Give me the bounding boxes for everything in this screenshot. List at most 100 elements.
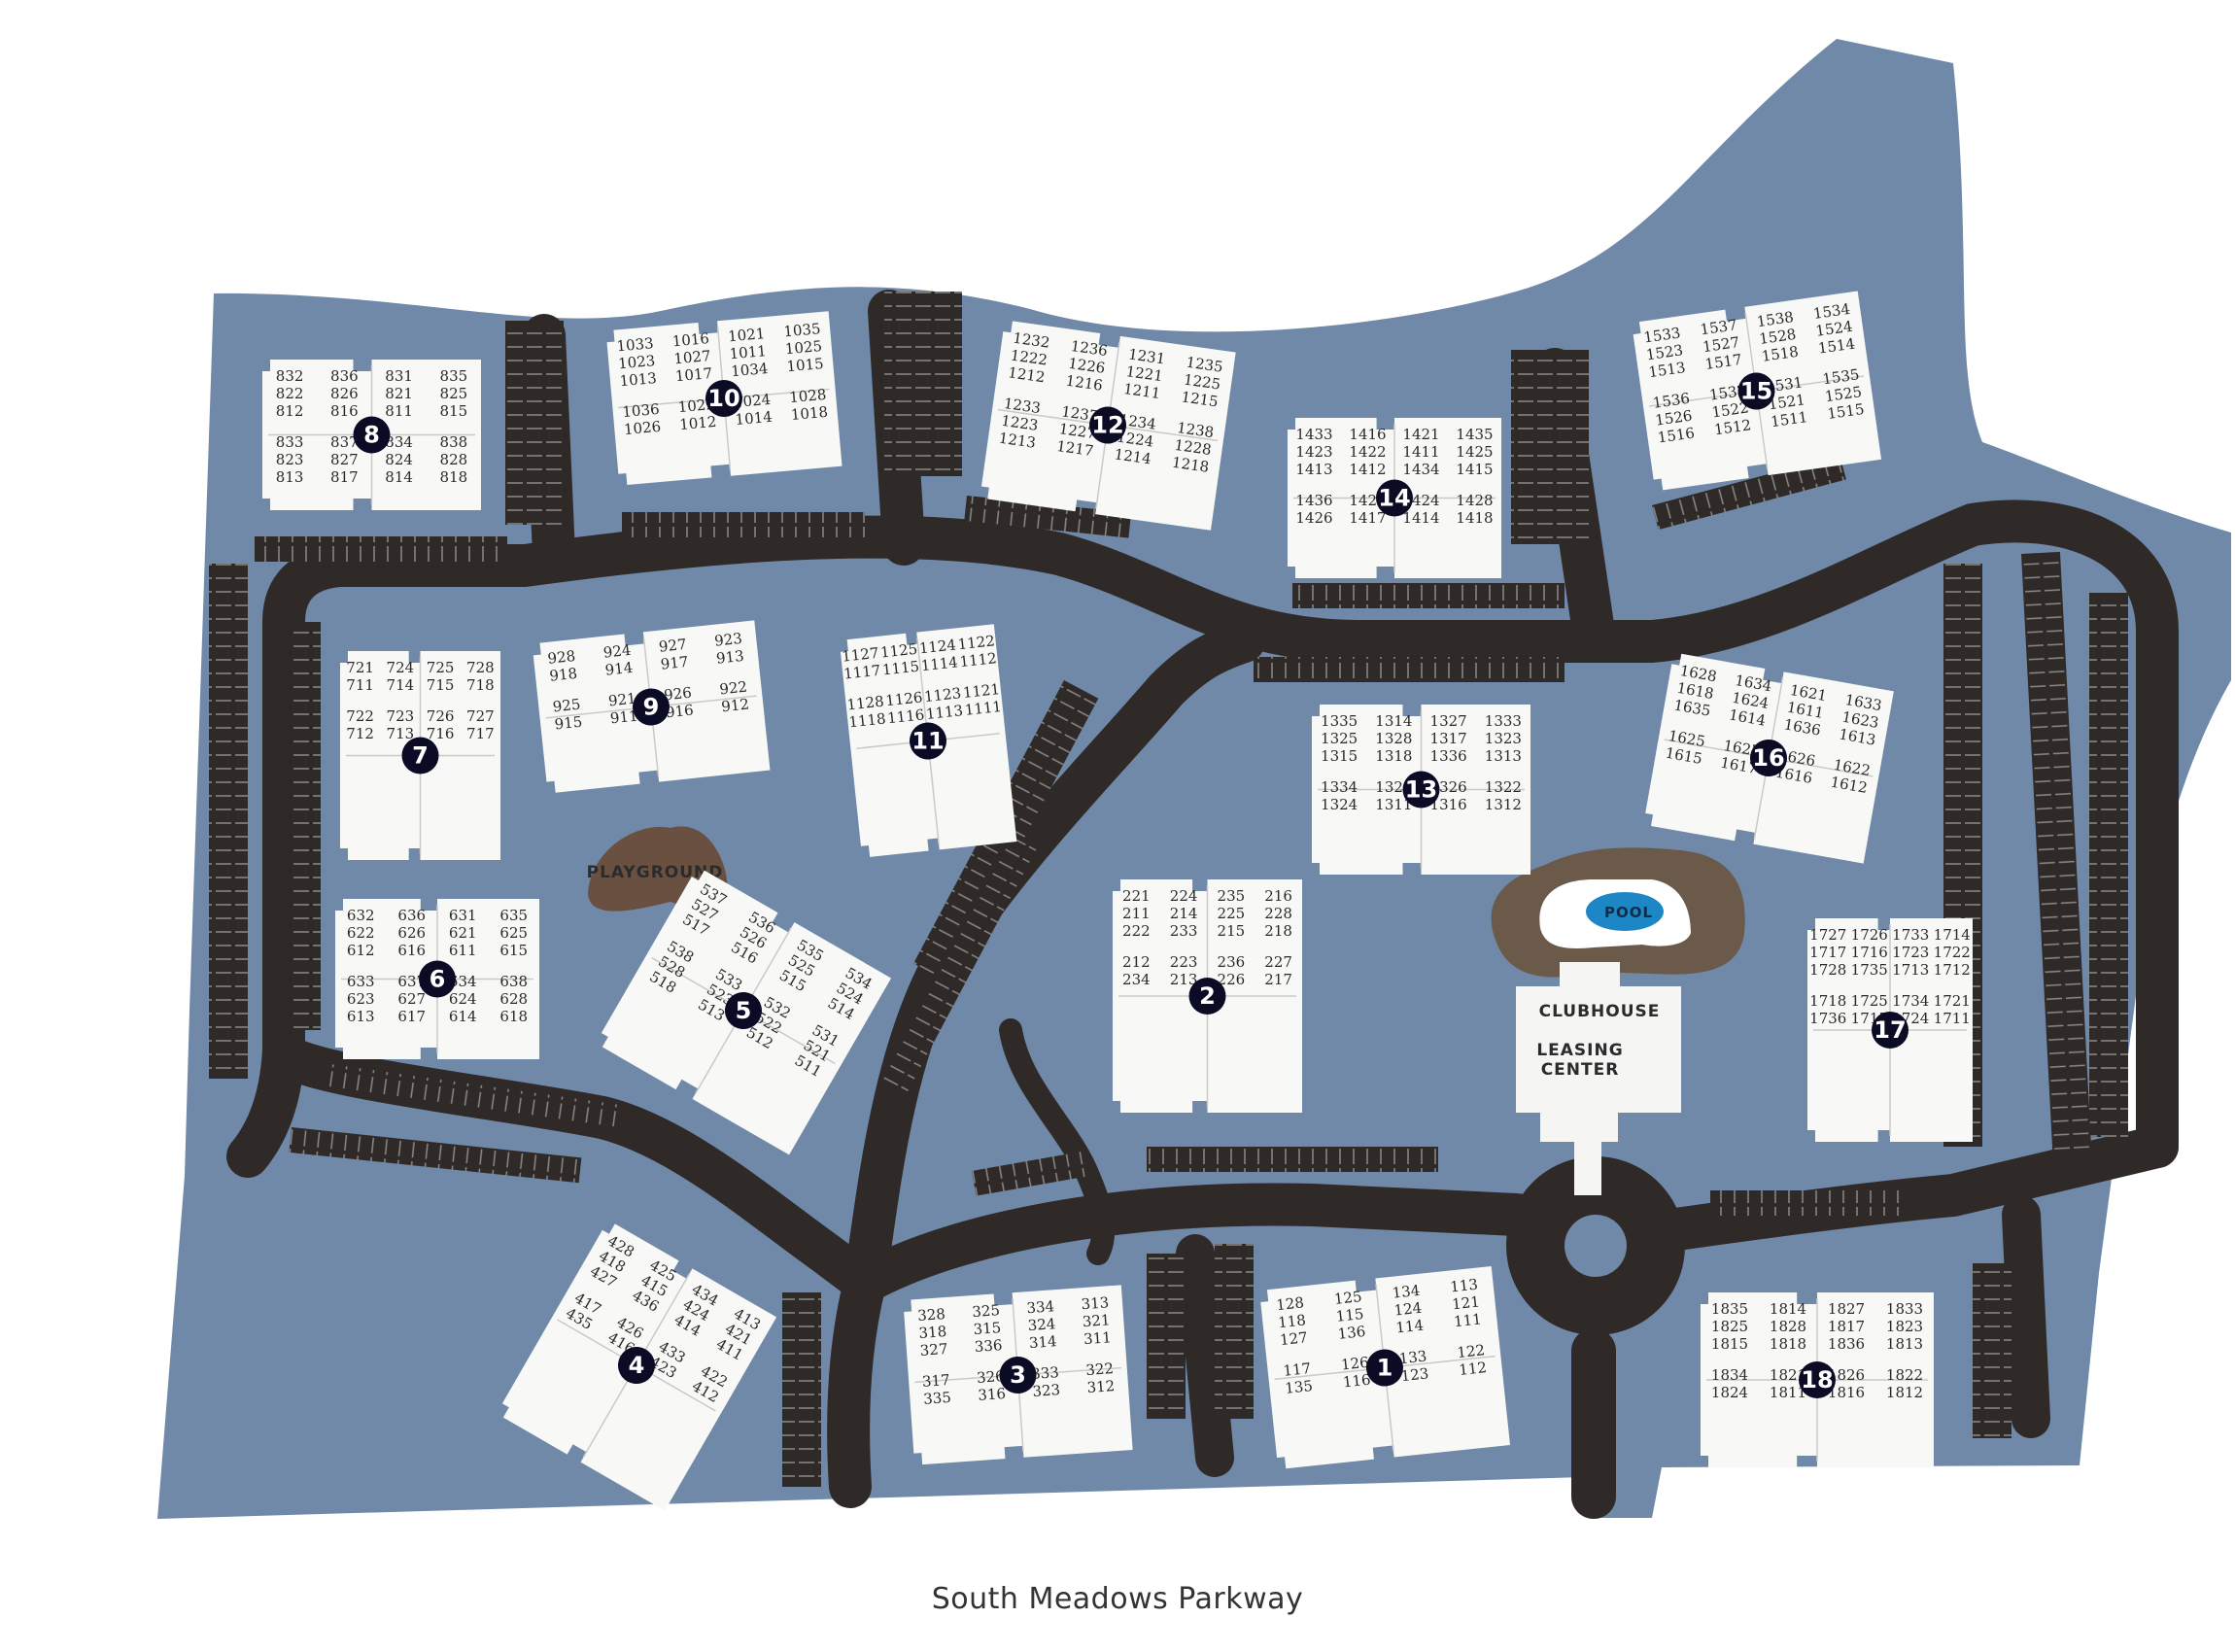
unit-number[interactable]: 1525 [1824,383,1863,405]
unit-number[interactable]: 217 [1264,971,1292,988]
unit-number[interactable]: 1422 [1349,443,1386,461]
unit-number[interactable]: 1214 [1114,445,1152,467]
unit-number[interactable]: 1727 [1809,926,1846,944]
unit-number[interactable]: 1116 [886,706,925,727]
unit-number[interactable]: 1027 [673,347,712,367]
building-3[interactable]: 3283183273173353253153363263163343243143… [903,1285,1133,1465]
unit-number[interactable]: 915 [554,713,583,734]
building-6[interactable]: 6326226126336236136366266166376276176316… [335,899,539,1059]
unit-number[interactable]: 1721 [1934,992,1971,1010]
unit-number[interactable]: 121 [1451,1292,1480,1313]
unit-number[interactable]: 612 [347,942,375,959]
unit-number[interactable]: 818 [440,468,468,486]
unit-number[interactable]: 1822 [1886,1366,1923,1384]
unit-number[interactable]: 118 [1277,1311,1306,1331]
unit-number[interactable]: 1524 [1814,318,1853,340]
unit-number[interactable]: 1232 [1012,329,1050,352]
unit-number[interactable]: 1817 [1828,1318,1865,1335]
unit-number[interactable]: 1725 [1851,992,1888,1010]
unit-number[interactable]: 1226 [1067,355,1106,377]
unit-number[interactable]: 111 [1453,1310,1482,1330]
unit-number[interactable]: 1026 [623,418,662,438]
unit-number[interactable]: 1413 [1295,461,1332,478]
unit-number[interactable]: 1114 [920,653,959,674]
unit-number[interactable]: 1815 [1711,1335,1748,1353]
building-1[interactable]: 1281181271171351251151361261161341241141… [1259,1265,1511,1469]
unit-number[interactable]: 1324 [1321,796,1358,813]
unit-number[interactable]: 236 [1218,953,1246,971]
unit-number[interactable]: 1236 [1070,337,1109,360]
unit-number[interactable]: 836 [330,367,359,385]
unit-number[interactable]: 814 [385,468,413,486]
unit-number[interactable]: 921 [607,690,636,710]
unit-number[interactable]: 627 [397,990,426,1008]
unit-number[interactable]: 223 [1170,953,1198,971]
building-13[interactable]: 1335132513151334132413141328131813211311… [1312,705,1530,875]
unit-number[interactable]: 312 [1086,1377,1116,1396]
unit-number[interactable]: 322 [1085,1359,1115,1379]
unit-number[interactable]: 725 [427,659,455,676]
unit-number[interactable]: 1312 [1485,796,1522,813]
unit-number[interactable]: 133 [1398,1347,1427,1367]
unit-number[interactable]: 831 [385,367,413,385]
unit-number[interactable]: 115 [1335,1305,1364,1325]
unit-number[interactable]: 334 [1026,1297,1055,1317]
unit-number[interactable]: 315 [973,1319,1002,1338]
unit-number[interactable]: 321 [1082,1311,1111,1330]
unit-number[interactable]: 1733 [1892,926,1929,944]
unit-number[interactable]: 918 [549,665,578,685]
unit-number[interactable]: 227 [1264,953,1292,971]
unit-number[interactable]: 1513 [1647,359,1686,381]
unit-number[interactable]: 213 [1170,971,1198,988]
unit-number[interactable]: 821 [385,385,413,402]
unit-number[interactable]: 815 [440,402,468,420]
unit-number[interactable]: 325 [972,1301,1001,1321]
unit-number[interactable]: 812 [276,402,304,420]
unit-number[interactable]: 1222 [1010,346,1049,368]
unit-number[interactable]: 1213 [998,430,1037,452]
unit-number[interactable]: 913 [715,647,744,668]
unit-number[interactable]: 714 [387,676,415,694]
unit-number[interactable]: 1318 [1375,747,1412,765]
unit-number[interactable]: 626 [397,924,426,942]
building-2[interactable]: 2212112222122342242142332232132352252152… [1113,879,1302,1113]
unit-number[interactable]: 1811 [1770,1384,1806,1401]
unit-number[interactable]: 1322 [1485,778,1522,796]
unit-number[interactable]: 1033 [616,334,655,355]
unit-number[interactable]: 618 [499,1008,528,1025]
unit-number[interactable]: 1317 [1430,730,1467,747]
unit-number[interactable]: 1225 [1183,371,1221,394]
unit-number[interactable]: 622 [347,924,375,942]
unit-number[interactable]: 314 [1028,1332,1057,1352]
unit-number[interactable]: 825 [440,385,468,402]
unit-number[interactable]: 1835 [1711,1300,1748,1318]
unit-number[interactable]: 1533 [1642,324,1681,346]
unit-number[interactable]: 1434 [1402,461,1439,478]
unit-number[interactable]: 1316 [1430,796,1467,813]
unit-number[interactable]: 722 [346,707,374,725]
unit-number[interactable]: 1428 [1456,492,1493,509]
unit-number[interactable]: 1812 [1886,1384,1923,1401]
unit-number[interactable]: 816 [330,402,359,420]
unit-number[interactable]: 1423 [1295,443,1332,461]
unit-number[interactable]: 1227 [1058,420,1097,442]
unit-number[interactable]: 1025 [784,337,823,358]
unit-number[interactable]: 1827 [1828,1300,1865,1318]
unit-number[interactable]: 1722 [1934,944,1971,961]
unit-number[interactable]: 716 [427,725,455,742]
unit-number[interactable]: 234 [1122,971,1151,988]
unit-number[interactable]: 1522 [1710,398,1749,421]
unit-number[interactable]: 1035 [783,320,822,340]
unit-number[interactable]: 1417 [1349,509,1386,527]
unit-number[interactable]: 114 [1395,1317,1425,1337]
unit-number[interactable]: 136 [1337,1323,1366,1343]
unit-number[interactable]: 838 [440,433,468,451]
unit-number[interactable]: 616 [397,942,426,959]
unit-number[interactable]: 1125 [879,640,918,662]
unit-number[interactable]: 1327 [1430,712,1467,730]
unit-number[interactable]: 726 [427,707,455,725]
unit-number[interactable]: 212 [1122,953,1151,971]
unit-number[interactable]: 127 [1279,1328,1308,1349]
building-8[interactable]: 8328228128338238138368268168378278178318… [262,360,481,510]
unit-number[interactable]: 711 [346,676,374,694]
